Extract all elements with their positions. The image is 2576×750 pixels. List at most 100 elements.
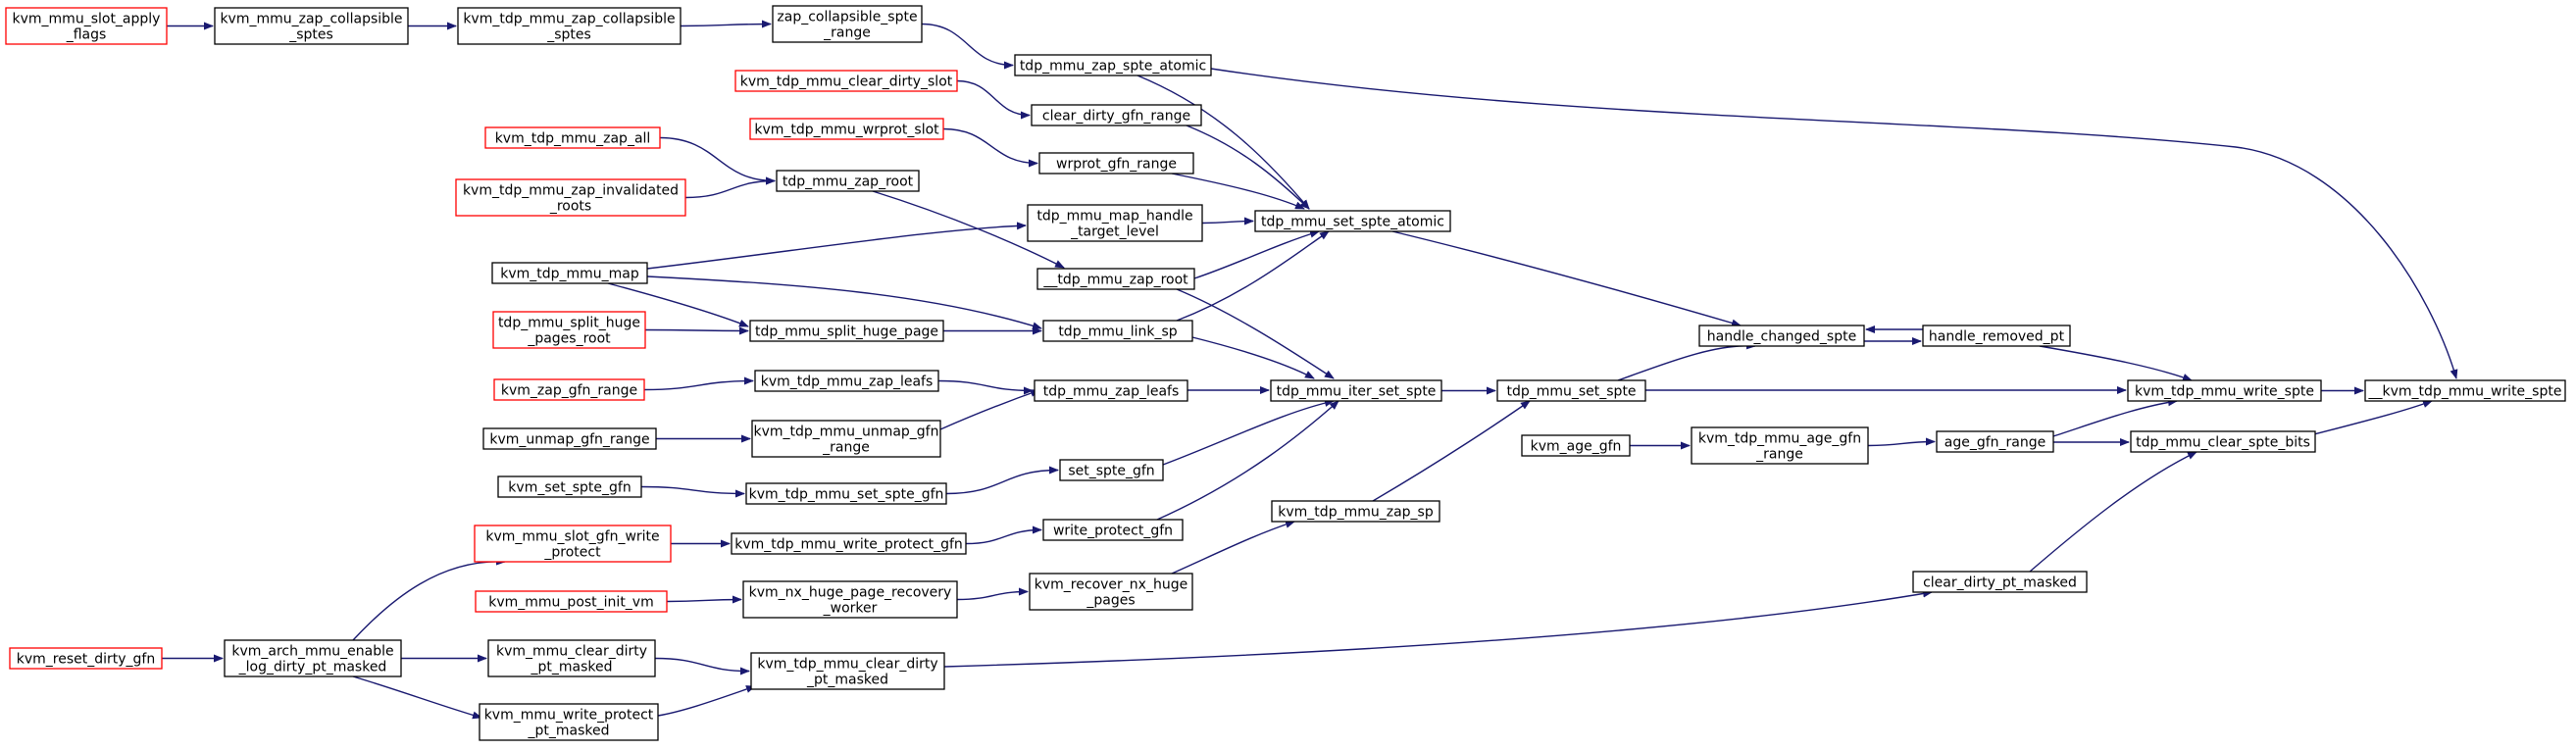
node-box[interactable]: [2364, 379, 2566, 402]
node-handle-removed-pt[interactable]: handle_removed_pt: [1922, 325, 2071, 347]
node-kvm-tdp-mmu-zap-leafs[interactable]: kvm_tdp_mmu_zap_leafs: [754, 370, 939, 392]
node-box[interactable]: [1254, 210, 1451, 232]
node-box[interactable]: [772, 5, 923, 43]
node-kvm-mmu-slot-gfn-write-protect[interactable]: kvm_mmu_slot_gfn_write_protect: [474, 525, 672, 563]
node-kvm-mmu-slot-apply-flags[interactable]: kvm_mmu_slot_apply_flags: [5, 7, 168, 45]
node-kvm-mmu-post-init-vm[interactable]: kvm_mmu_post_init_vm: [475, 590, 668, 613]
node-box[interactable]: [1496, 379, 1646, 402]
node-tdp-mmu-split-huge-pages-root[interactable]: tdp_mmu_split_huge_pages_root: [492, 311, 646, 349]
node-box[interactable]: [1029, 573, 1193, 611]
node-box[interactable]: [2127, 379, 2322, 402]
node-box[interactable]: [750, 652, 945, 690]
node-tdp-mmu-zap-leafs[interactable]: tdp_mmu_zap_leafs: [1034, 379, 1188, 402]
node-kvm-tdp-mmu-write-spte[interactable]: kvm_tdp_mmu_write_spte: [2127, 379, 2322, 402]
node-tdp-mmu-link-sp[interactable]: tdp_mmu_link_sp: [1042, 320, 1193, 342]
node-kvm-tdp-mmu-zap-invalidated-roots[interactable]: kvm_tdp_mmu_zap_invalidated_roots: [455, 178, 686, 217]
node-box[interactable]: [734, 70, 958, 92]
node-box[interactable]: [1014, 54, 1212, 76]
node-age-gfn-range[interactable]: age_gfn_range: [1936, 430, 2054, 453]
node-box[interactable]: [1042, 320, 1193, 342]
node-kvm-tdp-mmu-set-spte-gfn[interactable]: kvm_tdp_mmu_set_spte_gfn: [745, 482, 947, 505]
node-box[interactable]: [482, 427, 657, 450]
node-box[interactable]: [1521, 434, 1631, 457]
node-box[interactable]: [731, 532, 967, 555]
node-kvm-mmu-clear-dirty-pt-masked[interactable]: kvm_mmu_clear_dirty_pt_masked: [487, 639, 656, 677]
node-box[interactable]: [479, 703, 659, 741]
node-kvm-unmap-gfn-range[interactable]: kvm_unmap_gfn_range: [482, 427, 657, 450]
node-box[interactable]: [1027, 204, 1203, 242]
node-tdp-mmu-set-spte[interactable]: tdp_mmu_set_spte: [1496, 379, 1646, 402]
node-handle-changed-spte[interactable]: handle_changed_spte: [1698, 325, 1865, 347]
node-box[interactable]: [751, 420, 941, 458]
node-kvm-tdp-mmu-age-gfn-range[interactable]: kvm_tdp_mmu_age_gfn_range: [1691, 426, 1869, 465]
node-kvm-tdp-mmu-map[interactable]: kvm_tdp_mmu_map: [491, 262, 648, 284]
node-tdp-mmu-split-huge-page[interactable]: tdp_mmu_split_huge_page: [749, 320, 944, 342]
node-tdp-mmu-zap-spte-atomic[interactable]: tdp_mmu_zap_spte_atomic: [1014, 54, 1212, 76]
node-box[interactable]: [9, 647, 163, 670]
node-box[interactable]: [497, 475, 642, 498]
node-box[interactable]: [1698, 325, 1865, 347]
node-kvm-mmu-write-protect-pt-masked[interactable]: kvm_mmu_write_protect_pt_masked: [479, 703, 659, 741]
node-box[interactable]: [487, 639, 656, 677]
node-box[interactable]: [745, 482, 947, 505]
node-kvm-nx-huge-page-recovery-worker[interactable]: kvm_nx_huge_page_recovery_worker: [742, 580, 958, 619]
node-kvm-tdp-mmu-zap-sp[interactable]: kvm_tdp_mmu_zap_sp: [1271, 500, 1440, 523]
node-box[interactable]: [1042, 519, 1184, 541]
node-box[interactable]: [1036, 268, 1195, 290]
node-kvm-reset-dirty-gfn[interactable]: kvm_reset_dirty_gfn: [9, 647, 163, 670]
node-box[interactable]: [1031, 104, 1202, 126]
node-box[interactable]: [1922, 325, 2071, 347]
node-box[interactable]: [1691, 426, 1869, 465]
node-wrprot-gfn-range[interactable]: wrprot_gfn_range: [1038, 152, 1194, 175]
node-box[interactable]: [492, 311, 646, 349]
node-kvm-tdp-mmu-zap-all[interactable]: kvm_tdp_mmu_zap_all: [484, 126, 661, 149]
node-box[interactable]: [1271, 500, 1440, 523]
node-box[interactable]: [776, 170, 920, 192]
node-tdp-mmu-clear-spte-bits[interactable]: tdp_mmu_clear_spte_bits: [2130, 430, 2316, 453]
node-box[interactable]: [1038, 152, 1194, 175]
node-kvm-tdp-mmu-clear-dirty-slot[interactable]: kvm_tdp_mmu_clear_dirty_slot: [734, 70, 958, 92]
node-box[interactable]: [5, 7, 168, 45]
node-kvm-tdp-mmu-wrprot-slot[interactable]: kvm_tdp_mmu_wrprot_slot: [749, 118, 944, 140]
node-kvm-tdp-mmu-clear-dirty-pt-masked[interactable]: kvm_tdp_mmu_clear_dirty_pt_masked: [750, 652, 945, 690]
node-box[interactable]: [475, 590, 668, 613]
node-kvm-mmu-zap-collapsible-sptes[interactable]: kvm_mmu_zap_collapsible_sptes: [214, 7, 409, 45]
node-kvm-tdp-mmu-write-protect-gfn[interactable]: kvm_tdp_mmu_write_protect_gfn: [731, 532, 967, 555]
node-box[interactable]: [742, 580, 958, 619]
node-kvm-tdp-mmu-write-spte[interactable]: __kvm_tdp_mmu_write_spte: [2364, 379, 2566, 402]
node-set-spte-gfn[interactable]: set_spte_gfn: [1059, 459, 1164, 481]
node-box[interactable]: [1936, 430, 2054, 453]
node-box[interactable]: [1912, 571, 2088, 593]
node-kvm-arch-mmu-enable-log-dirty-pt-masked[interactable]: kvm_arch_mmu_enable_log_dirty_pt_masked: [224, 639, 402, 677]
node-clear-dirty-gfn-range[interactable]: clear_dirty_gfn_range: [1031, 104, 1202, 126]
node-tdp-mmu-iter-set-spte[interactable]: tdp_mmu_iter_set_spte: [1270, 379, 1442, 402]
node-box[interactable]: [214, 7, 409, 45]
node-tdp-mmu-zap-root[interactable]: tdp_mmu_zap_root: [776, 170, 920, 192]
node-kvm-zap-gfn-range[interactable]: kvm_zap_gfn_range: [493, 378, 645, 401]
node-kvm-tdp-mmu-unmap-gfn-range[interactable]: kvm_tdp_mmu_unmap_gfn_range: [751, 420, 941, 458]
node-kvm-tdp-mmu-zap-collapsible-sptes[interactable]: kvm_tdp_mmu_zap_collapsible_sptes: [457, 7, 682, 45]
node-box[interactable]: [491, 262, 648, 284]
node-box[interactable]: [749, 320, 944, 342]
node-tdp-mmu-set-spte-atomic[interactable]: tdp_mmu_set_spte_atomic: [1254, 210, 1451, 232]
node-kvm-recover-nx-huge-pages[interactable]: kvm_recover_nx_huge_pages: [1029, 573, 1193, 611]
node-box[interactable]: [474, 525, 672, 563]
node-tdp-mmu-map-handle-target-level[interactable]: tdp_mmu_map_handle_target_level: [1027, 204, 1203, 242]
node-kvm-age-gfn[interactable]: kvm_age_gfn: [1521, 434, 1631, 457]
node-box[interactable]: [2130, 430, 2316, 453]
node-kvm-set-spte-gfn[interactable]: kvm_set_spte_gfn: [497, 475, 642, 498]
node-write-protect-gfn[interactable]: write_protect_gfn: [1042, 519, 1184, 541]
node-box[interactable]: [749, 118, 944, 140]
node-box[interactable]: [1034, 379, 1188, 402]
node-clear-dirty-pt-masked[interactable]: clear_dirty_pt_masked: [1912, 571, 2088, 593]
node-box[interactable]: [754, 370, 939, 392]
node-box[interactable]: [455, 178, 686, 217]
node-zap-collapsible-spte-range[interactable]: zap_collapsible_spte_range: [772, 5, 923, 43]
node-box[interactable]: [484, 126, 661, 149]
node-box[interactable]: [493, 378, 645, 401]
node-box[interactable]: [457, 7, 682, 45]
node-box[interactable]: [1270, 379, 1442, 402]
node-box[interactable]: [224, 639, 402, 677]
node-box[interactable]: [1059, 459, 1164, 481]
node-tdp-mmu-zap-root[interactable]: __tdp_mmu_zap_root: [1036, 268, 1195, 290]
